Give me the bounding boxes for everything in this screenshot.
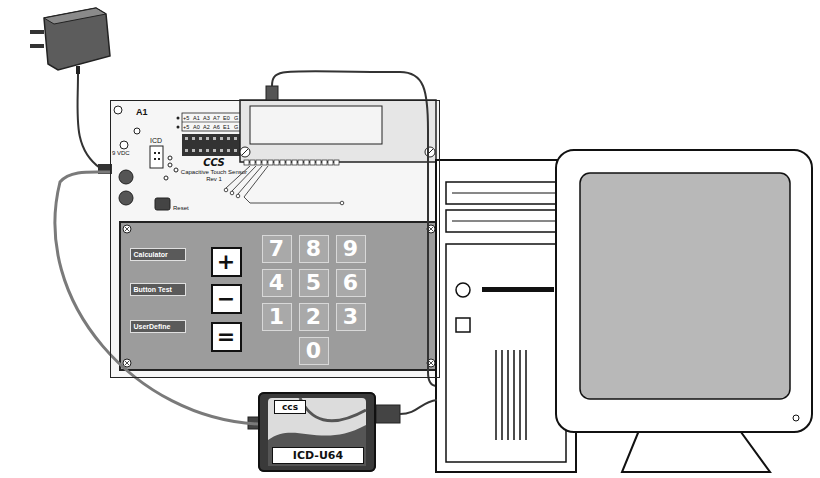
monitor-stand — [622, 428, 770, 472]
vents — [496, 350, 526, 440]
icd-model: ICD-U64 — [272, 447, 364, 464]
touch-panel — [120, 222, 438, 370]
key-label: 8 — [306, 238, 321, 260]
key-label: UserDefine — [134, 323, 171, 330]
pin-label: A2 — [203, 125, 210, 131]
key-label: − — [217, 288, 235, 310]
key-label: 0 — [306, 340, 321, 362]
key-label: = — [217, 326, 235, 348]
power-cord — [77, 74, 100, 168]
key-label: Calculator — [134, 251, 168, 258]
serial-cable — [272, 71, 437, 386]
digit-key: 4 — [262, 269, 292, 297]
pin-label: E0 — [223, 116, 230, 122]
operator-key: − — [211, 284, 242, 314]
pin-label: A6 — [213, 125, 220, 131]
lcd-screen — [250, 106, 382, 144]
pin-label: +5 — [183, 125, 189, 131]
pin-label: A7 — [213, 116, 220, 122]
key-label: 6 — [343, 272, 358, 294]
operator-key: = — [211, 322, 242, 352]
capacitor — [119, 170, 133, 184]
key-label: + — [217, 251, 235, 273]
mode-button: UserDefine — [130, 320, 186, 333]
monitor-screen — [580, 173, 790, 399]
digit-key: 6 — [336, 269, 366, 297]
monitor — [556, 150, 812, 472]
mount-hole — [114, 106, 122, 114]
header-label-frame — [182, 113, 242, 131]
usb-plug — [376, 405, 400, 423]
mode-button: Button Test — [130, 283, 186, 296]
voltage-label: 9 VDC — [112, 150, 130, 156]
power-adapter — [30, 8, 110, 168]
power-button — [456, 283, 470, 297]
pin-label: G — [234, 116, 238, 122]
icd-logo: ccs — [274, 400, 306, 414]
monitor-bezel — [556, 150, 812, 432]
sensor-board — [98, 100, 440, 378]
led — [134, 128, 140, 134]
board-logo: CCS — [189, 157, 239, 168]
digit-key: 5 — [299, 269, 329, 297]
pin-label: A3 — [203, 116, 210, 122]
operator-key: + — [211, 247, 242, 277]
key-label: 3 — [343, 306, 358, 328]
digit-key: 0 — [299, 337, 329, 365]
mode-button: Calculator — [130, 248, 186, 261]
pin-label: G — [234, 125, 238, 131]
panel-screws — [123, 225, 435, 367]
icd-connector — [150, 146, 163, 168]
adapter-body — [44, 8, 110, 70]
drive-bay — [446, 182, 566, 204]
adapter-cord-strain — [76, 66, 80, 74]
board-name: Capacitive Touch Sensor Rev 1 — [177, 169, 251, 183]
key-label: 1 — [269, 306, 284, 328]
pin-header — [182, 134, 242, 156]
component — [120, 141, 128, 149]
connector-label: ICD — [150, 137, 162, 144]
pin-label: A0 — [193, 125, 200, 131]
capacitor — [119, 191, 133, 205]
digit-key: 3 — [336, 303, 366, 331]
lcd-module — [240, 100, 436, 162]
digit-key: 7 — [262, 235, 292, 263]
icd-graphic — [268, 425, 366, 466]
key-label: 2 — [306, 306, 321, 328]
plug-prong — [30, 44, 44, 48]
digit-key: 1 — [262, 303, 292, 331]
key-label: Button Test — [134, 286, 172, 293]
screw — [425, 147, 435, 157]
button-label: Reset — [173, 205, 189, 211]
key-label: 4 — [269, 272, 284, 294]
drive-slot — [482, 287, 554, 292]
digit-key: 9 — [336, 235, 366, 263]
key-label: 5 — [306, 272, 321, 294]
pin-label: A1 — [193, 116, 200, 122]
board-fill — [110, 100, 440, 378]
programmer-cable — [55, 172, 258, 424]
jumper-label: A1 — [136, 108, 148, 117]
digit-key: 2 — [299, 303, 329, 331]
icd-programmer: ccsICD-U64 — [258, 392, 376, 472]
icd-body — [248, 392, 437, 472]
key-label: 7 — [269, 238, 284, 260]
pin-label: +5 — [183, 116, 189, 122]
key-label: 9 — [343, 238, 358, 260]
screw — [240, 147, 250, 157]
plug-prong — [30, 30, 44, 34]
serial-connector — [266, 86, 278, 100]
usb-cable — [400, 400, 437, 414]
lcd-pins — [244, 160, 339, 165]
adapter-top — [44, 8, 106, 24]
reset-button — [155, 198, 170, 210]
pin-label: E1 — [223, 125, 230, 131]
digit-key: 8 — [299, 235, 329, 263]
drive-bay — [446, 210, 566, 232]
